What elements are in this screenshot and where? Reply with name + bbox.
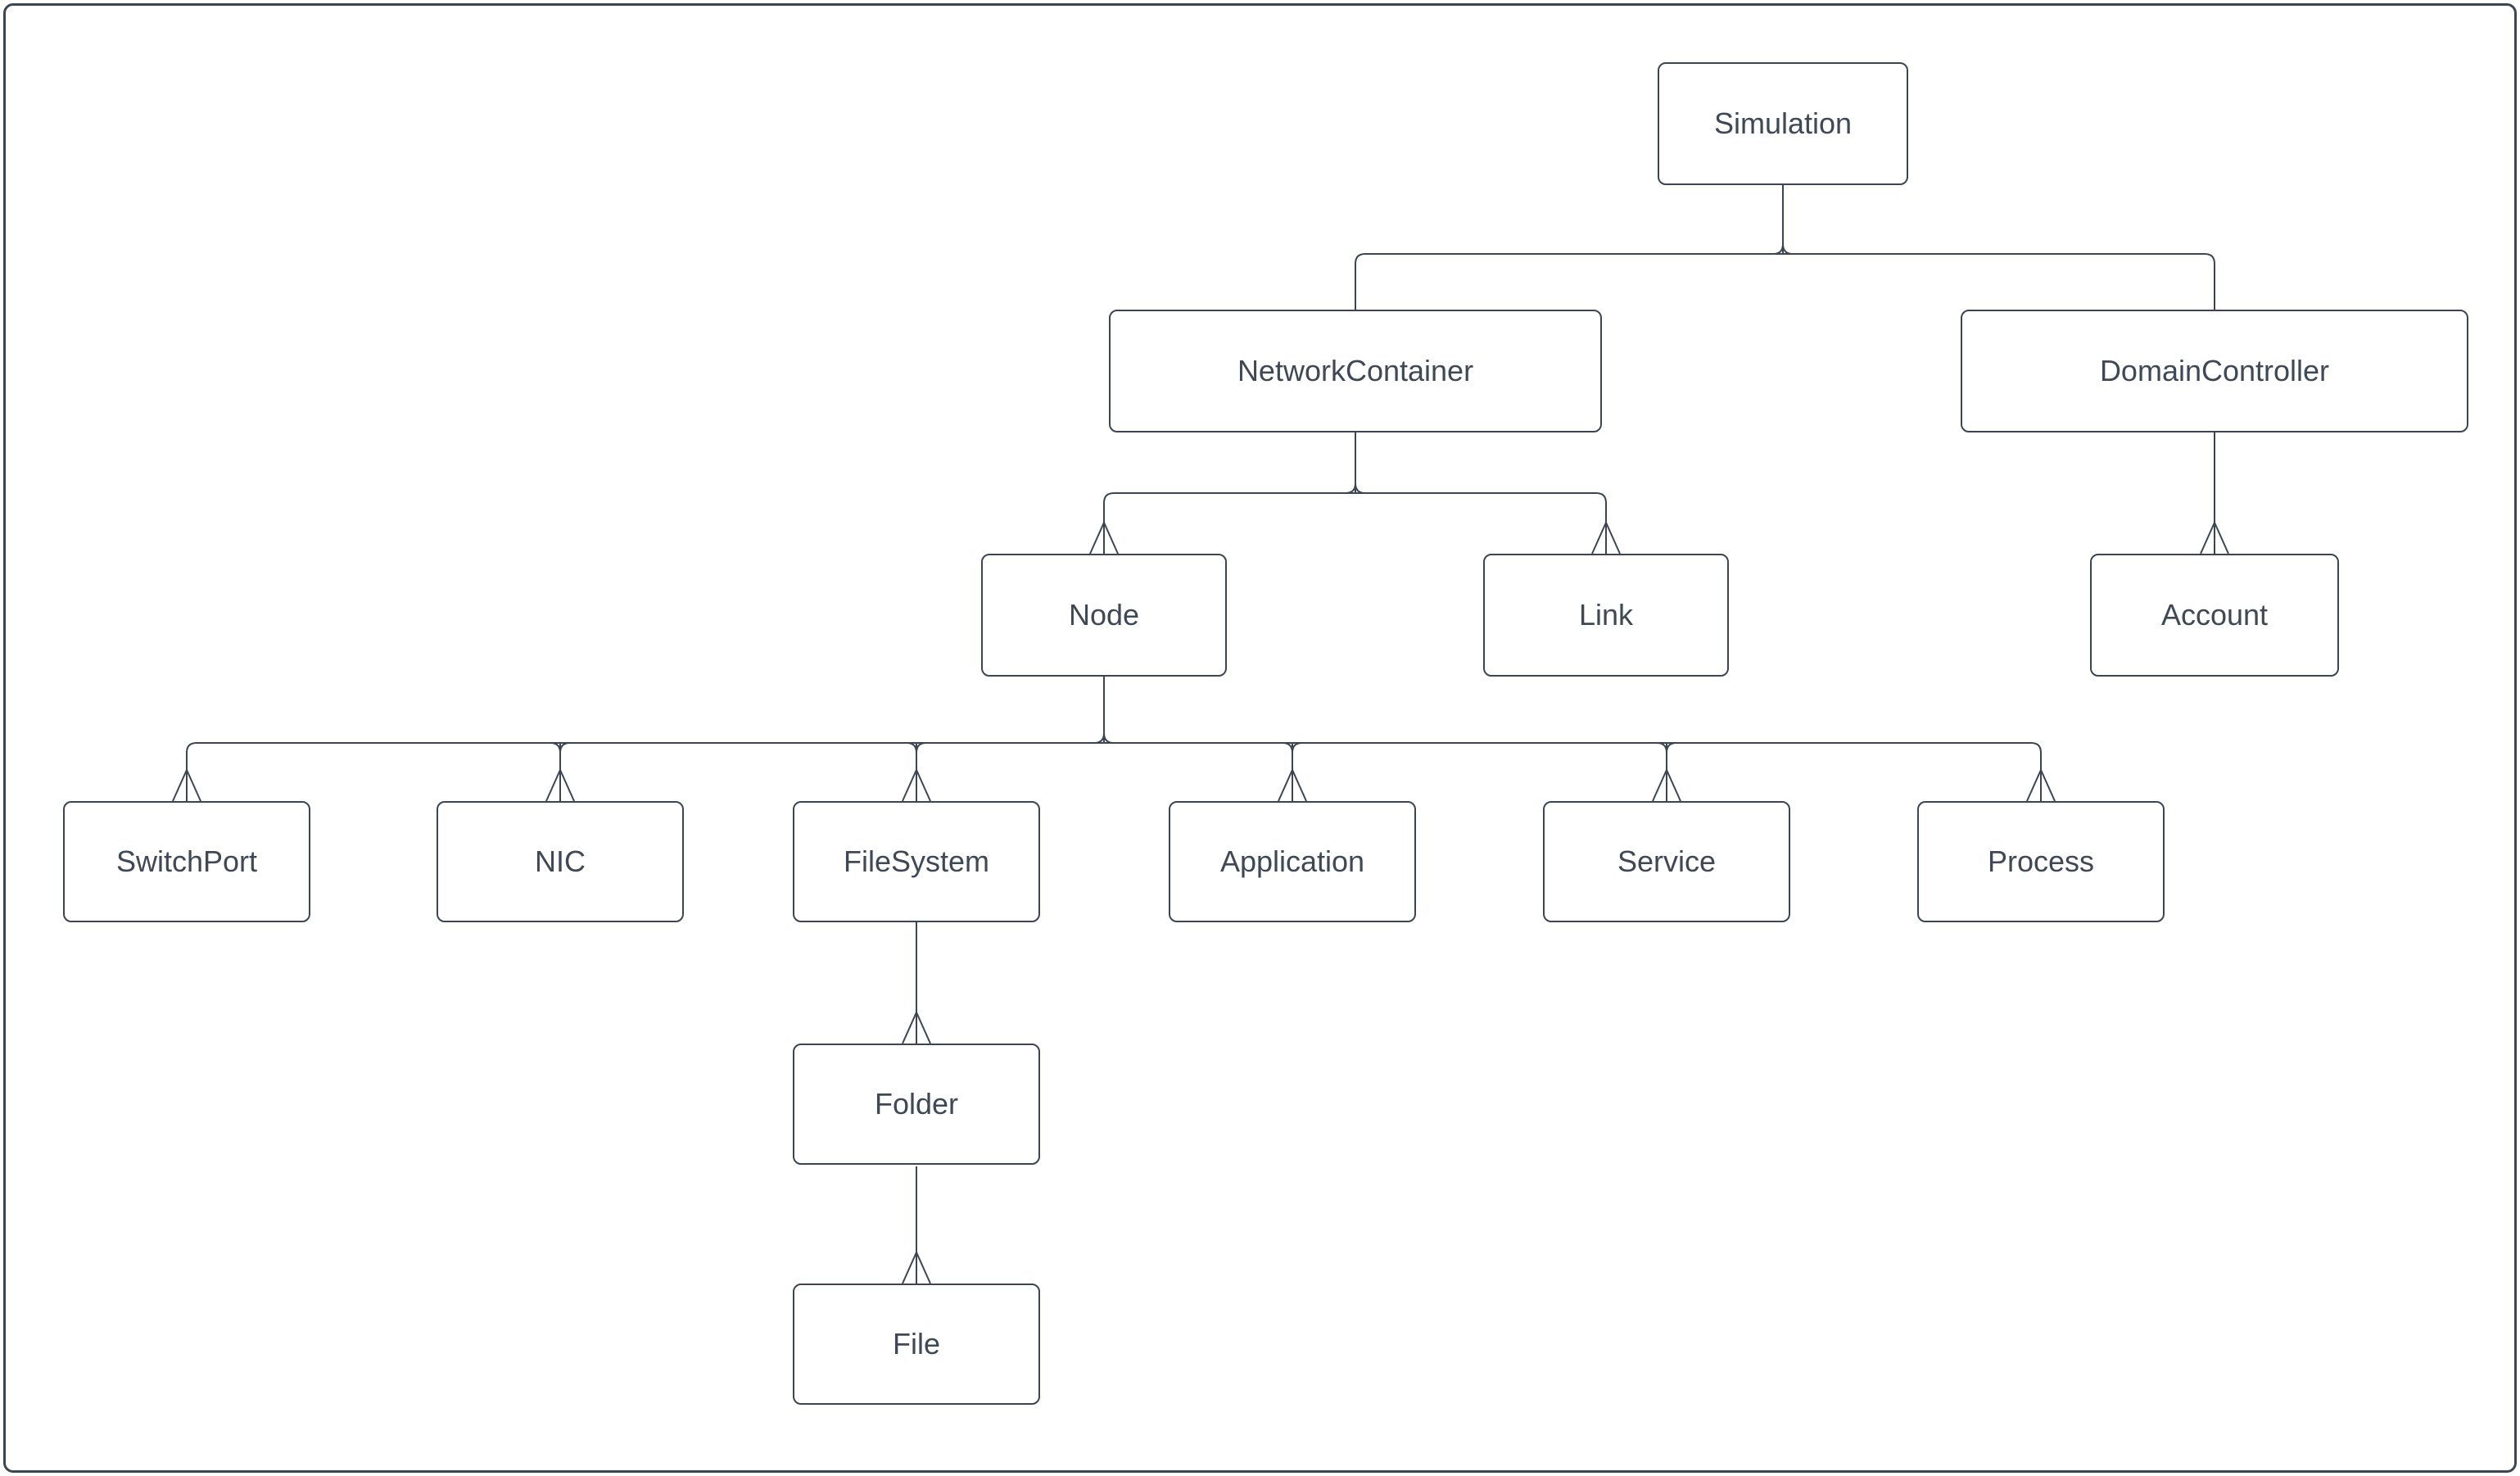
- diagram-node-folder: Folder: [793, 1044, 1040, 1165]
- edge-node-fillet-right: [1103, 732, 1115, 744]
- edge-node-fillet-left: [1093, 732, 1105, 744]
- diagram-node-networkcontainer: NetworkContainer: [1109, 310, 1602, 432]
- diagram-node-filesystem: FileSystem: [793, 801, 1040, 922]
- arrowhead-application: [1278, 767, 1307, 802]
- diagram-node-account: Account: [2090, 554, 2339, 677]
- edge-simulation-bus: [1355, 253, 2215, 310]
- edge-networkcontainer-bus: [1103, 492, 1607, 554]
- edge-drop-nic: [550, 742, 571, 801]
- arrowhead-process: [2026, 767, 2056, 802]
- node-label: Folder: [874, 1087, 959, 1121]
- edge-simulation-fillet-left: [1772, 243, 1784, 255]
- diagram-node-nic: NIC: [437, 801, 684, 922]
- edge-simulation-fillet-right: [1782, 243, 1794, 255]
- edge-networkcontainer-fillet-right: [1355, 482, 1366, 494]
- node-label: Account: [2160, 598, 2269, 632]
- arrowhead-switchport: [172, 767, 201, 802]
- node-label: FileSystem: [843, 844, 990, 878]
- arrowhead-folder: [902, 1010, 931, 1044]
- diagram-node-node: Node: [981, 554, 1227, 677]
- node-label: File: [892, 1327, 940, 1361]
- arrowhead-node: [1089, 520, 1119, 555]
- arrowhead-file: [902, 1250, 931, 1284]
- diagram-node-link: Link: [1483, 554, 1729, 677]
- node-label: NIC: [535, 844, 586, 878]
- arrowhead-account: [2200, 520, 2229, 555]
- diagram-node-simulation: Simulation: [1658, 62, 1908, 185]
- node-label: Service: [1617, 844, 1717, 878]
- arrowhead-nic: [545, 767, 575, 802]
- node-label: SwitchPort: [115, 844, 258, 878]
- arrowhead-service: [1652, 767, 1681, 802]
- diagram-node-file: File: [793, 1284, 1040, 1405]
- diagram-node-switchport: SwitchPort: [63, 801, 310, 922]
- diagram-node-domaincontroller: DomainController: [1961, 310, 2468, 432]
- node-label: Application: [1219, 844, 1365, 878]
- edge-node-bus: [186, 742, 2042, 801]
- arrowhead-link: [1591, 520, 1621, 555]
- edge-drop-service: [1656, 742, 1677, 801]
- node-label: Simulation: [1713, 106, 1853, 140]
- diagram-node-service: Service: [1543, 801, 1790, 922]
- node-label: Link: [1578, 598, 1634, 632]
- arrowhead-filesystem: [902, 767, 931, 802]
- node-label: Node: [1068, 598, 1140, 632]
- edge-networkcontainer-fillet-left: [1345, 482, 1356, 494]
- diagram-node-process: Process: [1917, 801, 2165, 922]
- edge-drop-filesystem: [906, 742, 927, 801]
- node-label: DomainController: [2099, 354, 2330, 387]
- diagram-node-application: Application: [1169, 801, 1416, 922]
- node-label: NetworkContainer: [1237, 354, 1474, 387]
- edge-drop-application: [1282, 742, 1303, 801]
- node-label: Process: [1987, 844, 2095, 878]
